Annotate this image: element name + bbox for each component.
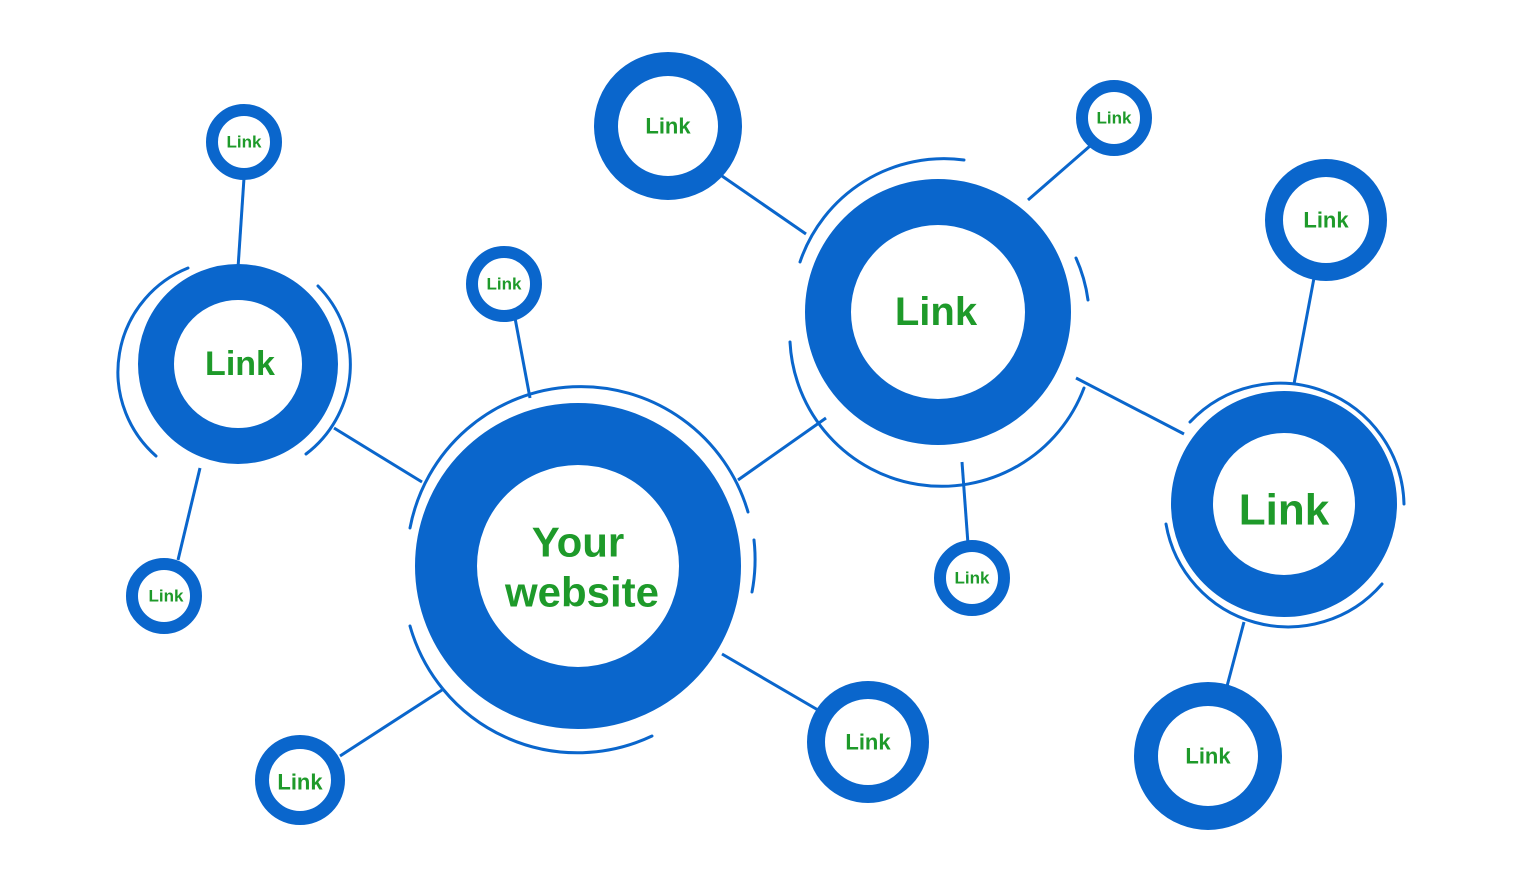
connector-hub-top-to-leaf-top-center <box>721 174 807 236</box>
leaf-top-center-label: Link <box>645 114 691 139</box>
hub-left-outer-arc-left <box>116 266 190 458</box>
connector-hub-left-to-leaf-bottom-left <box>176 467 202 561</box>
rings <box>126 52 1397 830</box>
hub-left-ring <box>138 264 338 464</box>
connector-hub-right-to-leaf-right-bottom <box>1224 621 1246 691</box>
leaf-top-right-small-ring <box>1076 80 1152 156</box>
connector-main-to-hub-top <box>737 416 827 482</box>
leaf-top-right-small-label: Link <box>1097 109 1132 128</box>
connector-hub-top-to-leaf-center-small <box>960 461 970 545</box>
leaf-bottom-left-ring <box>126 558 202 634</box>
leaf-main-bottom-left-ring <box>255 735 345 825</box>
leaf-top-left-label: Link <box>227 133 262 152</box>
hub-right-outer-arc-bottom <box>1164 522 1384 629</box>
outer-arcs <box>116 157 1406 755</box>
hub-top-outer-arc <box>798 157 966 264</box>
hub-right-label: Link <box>1239 486 1330 535</box>
leaf-main-bottom-right-ring <box>807 681 929 803</box>
hub-top-label: Link <box>895 290 978 334</box>
connector-main-to-leaf-main-top <box>513 317 532 399</box>
hub-left-outer-arc-right <box>304 284 352 456</box>
leaf-right-top-ring <box>1265 159 1387 281</box>
leaf-bottom-left-label: Link <box>149 587 184 606</box>
connector-main-to-leaf-main-bottom-left <box>339 688 443 758</box>
leaf-right-bottom-label: Link <box>1185 744 1231 769</box>
leaf-main-top-ring <box>466 246 542 322</box>
leaf-right-top-label: Link <box>1303 208 1349 233</box>
leaf-main-top-label: Link <box>487 275 522 294</box>
main-outer-arc <box>408 385 750 530</box>
main-label-line2: website <box>504 569 659 616</box>
connector-hub-top-to-hub-right <box>1075 376 1185 436</box>
main-outer-arc-right <box>750 538 757 594</box>
main-label-line1: Your <box>532 519 625 566</box>
leaf-center-small-label: Link <box>955 569 990 588</box>
hub-left-label: Link <box>205 345 275 383</box>
hub-right-outer-arc <box>1188 381 1406 506</box>
hub-top-outer-arc-bottom <box>788 340 1086 488</box>
leaf-center-small-ring <box>934 540 1010 616</box>
hub-top-ring <box>805 179 1071 445</box>
main-outer-arc-bottom <box>408 624 654 755</box>
leaf-top-center-ring <box>594 52 742 200</box>
labels: Your website Link Link Link Link Link Li… <box>149 109 1350 795</box>
connector-hub-top-to-leaf-top-right-small <box>1027 144 1091 202</box>
connector-main-to-leaf-main-bottom-right <box>721 652 819 712</box>
hub-right-ring <box>1171 391 1397 617</box>
leaf-right-bottom-ring <box>1134 682 1282 830</box>
hub-top-outer-arc-right <box>1074 256 1090 302</box>
leaf-top-left-ring <box>206 104 282 180</box>
connector-hub-left-to-leaf-top-left <box>236 177 246 269</box>
leaf-main-bottom-right-label: Link <box>845 730 891 755</box>
connector-hub-left-to-main <box>333 426 423 484</box>
leaf-main-bottom-left-label: Link <box>277 770 323 795</box>
connectors <box>176 144 1316 758</box>
connector-hub-right-to-leaf-right-top <box>1292 277 1316 385</box>
main-ring <box>415 403 741 729</box>
